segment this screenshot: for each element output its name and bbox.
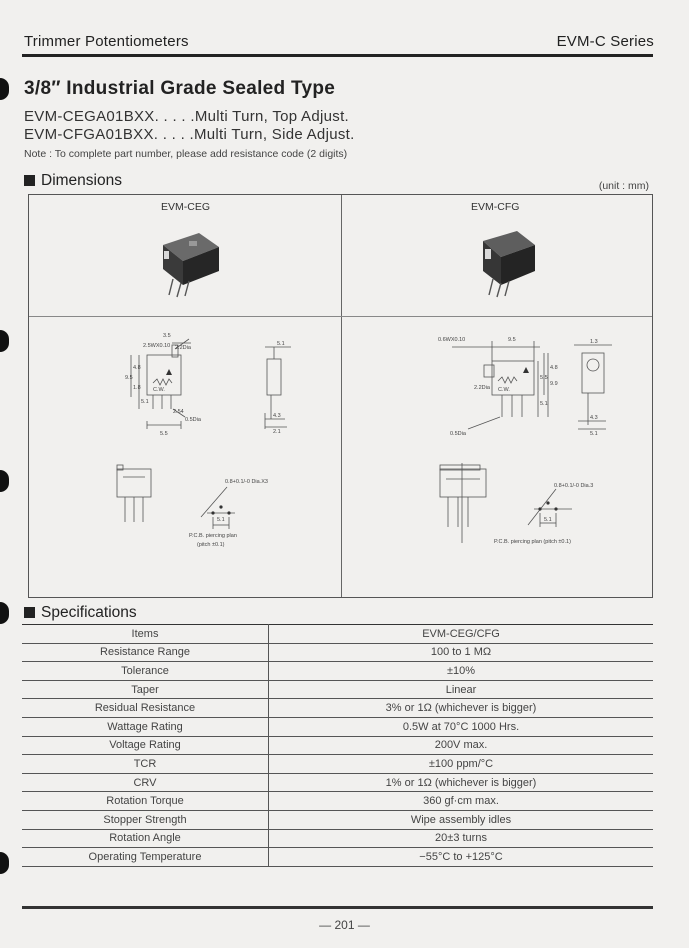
pcb-caption-2: (pitch ±0.1) — [197, 542, 225, 548]
spec-value: 200V max. — [268, 736, 653, 756]
square-bullet-icon — [24, 607, 35, 618]
pcb-pitch: 5.1 — [217, 517, 225, 523]
spec-value: 20±3 turns — [268, 829, 653, 849]
square-bullet-icon — [24, 175, 35, 186]
table-row: TCR±100 ppm/°C — [22, 754, 653, 774]
dim-side-2: 4.8 — [550, 365, 558, 371]
spec-value: 0.5W at 70°C 1000 Hrs. — [268, 717, 653, 737]
evm-ceg-drawing: 2.5WX0.10 3.5 2.2Dia 9.5 4.8 1.8 5.1 C.W… — [116, 333, 291, 548]
dim-dia: 2.2Dia — [175, 345, 192, 351]
punch-hole — [0, 78, 9, 100]
dimensions-box: EVM-CEG EVM-CFG — [28, 194, 653, 598]
spec-item: Stopper Strength — [22, 810, 269, 830]
header-left: Trimmer Potentiometers — [24, 33, 189, 50]
dim-sv-1: 5.1 — [590, 431, 598, 437]
dim-side-2: 1.8 — [133, 385, 141, 391]
dim-sv-2: 1.3 — [590, 339, 598, 345]
spec-item: CRV — [22, 773, 269, 793]
dim-pin-dia: 0.5Dia — [450, 431, 467, 437]
pcb-hole: 0.8+0.1/-0 Dia.X3 — [225, 479, 268, 485]
dim-sv-0: 5.1 — [277, 341, 285, 347]
table-row: Operating Temperature−55°C to +125°C — [22, 847, 653, 867]
dim-pin-dia: 0.5Dia — [185, 417, 202, 423]
dim-sv-2: 2.1 — [273, 429, 281, 435]
dim-sv-1: 4.3 — [273, 413, 281, 419]
spec-value: ±10% — [268, 661, 653, 681]
caption-evm-cfg: EVM-CFG — [471, 201, 520, 213]
dim-dia: 2.2Dia — [474, 385, 491, 391]
dim-side-1: 5.1 — [540, 401, 548, 407]
cw-label: C.W. — [153, 387, 165, 393]
model-line-cfg: EVM-CFGA01BXX. . . . .Multi Turn, Side A… — [24, 126, 355, 143]
part-number-note: Note : To complete part number, please a… — [24, 148, 348, 160]
spec-item: Resistance Range — [22, 643, 269, 663]
dim-side-3: 9.9 — [550, 381, 558, 387]
pcb-caption: P.C.B. piercing plan (pitch ±0.1) — [494, 539, 571, 545]
page-title: 3/8″ Industrial Grade Sealed Type — [24, 78, 336, 99]
dim-width: 5.5 — [160, 431, 168, 437]
spec-item: Residual Resistance — [22, 698, 269, 718]
spec-item: TCR — [22, 754, 269, 774]
unit-label: (unit : mm) — [598, 180, 649, 192]
dim-pitch: 2.54 — [173, 409, 184, 415]
punch-hole — [0, 470, 9, 492]
pcb-pitch: 5.1 — [544, 517, 552, 523]
spec-value: Wipe assembly idles — [268, 810, 653, 830]
spec-value: ±100 ppm/°C — [268, 754, 653, 774]
spec-item: Rotation Torque — [22, 791, 269, 811]
dimensions-heading: Dimensions — [24, 172, 122, 190]
punch-hole — [0, 330, 9, 352]
cw-label: C.W. — [498, 387, 510, 393]
dim-side-3: 5.1 — [141, 399, 149, 405]
spec-value: 360 gf·cm max. — [268, 791, 653, 811]
dim-shaft: 2.5WX0.10 — [143, 343, 170, 349]
evm-cfg-drawing: 9.5 0.6WX0.10 2.2Dia 5.5 5.1 4.8 9.9 C.W… — [438, 337, 612, 545]
spec-value: Linear — [268, 680, 653, 700]
spec-item: Rotation Angle — [22, 829, 269, 849]
dim-top: 9.5 — [508, 337, 516, 343]
spec-value: 100 to 1 MΩ — [268, 643, 653, 663]
spec-value: 3% or 1Ω (whichever is bigger) — [268, 698, 653, 718]
footer-rule — [22, 906, 653, 909]
spec-item: Items — [22, 624, 269, 644]
page-number: — 201 — — [319, 918, 370, 932]
model-line-ceg: EVM-CEGA01BXX. . . . .Multi Turn, Top Ad… — [24, 108, 350, 125]
punch-hole — [0, 602, 9, 624]
pcb-caption-1: P.C.B. piercing plan — [189, 533, 237, 539]
header-rule — [22, 54, 653, 57]
pcb-hole: 0.8+0.1/-0 Dia.3 — [554, 483, 593, 489]
table-row: Tolerance±10% — [22, 661, 653, 681]
dim-shaft: 0.6WX0.10 — [438, 337, 465, 343]
spec-item: Wattage Rating — [22, 717, 269, 737]
dim-sv-0: 4.3 — [590, 415, 598, 421]
punch-hole — [0, 852, 9, 874]
dim-side-0: 9.5 — [125, 375, 133, 381]
evm-ceg-photo — [163, 233, 219, 298]
header-right: EVM-C Series — [556, 33, 654, 50]
spec-item: Taper — [22, 680, 269, 700]
specifications-heading: Specifications — [24, 604, 137, 622]
evm-cfg-photo — [483, 231, 535, 298]
dim-top: 3.5 — [163, 333, 171, 339]
caption-evm-ceg: EVM-CEG — [161, 201, 211, 213]
spec-item: Tolerance — [22, 661, 269, 681]
dim-side-1: 4.8 — [133, 365, 141, 371]
spec-value: −55°C to +125°C — [268, 847, 653, 867]
dim-side-0: 5.5 — [540, 375, 548, 381]
spec-value: EVM-CEG/CFG — [268, 624, 653, 644]
spec-item: Operating Temperature — [22, 847, 269, 867]
spec-item: Voltage Rating — [22, 736, 269, 756]
spec-value: 1% or 1Ω (whichever is bigger) — [268, 773, 653, 793]
